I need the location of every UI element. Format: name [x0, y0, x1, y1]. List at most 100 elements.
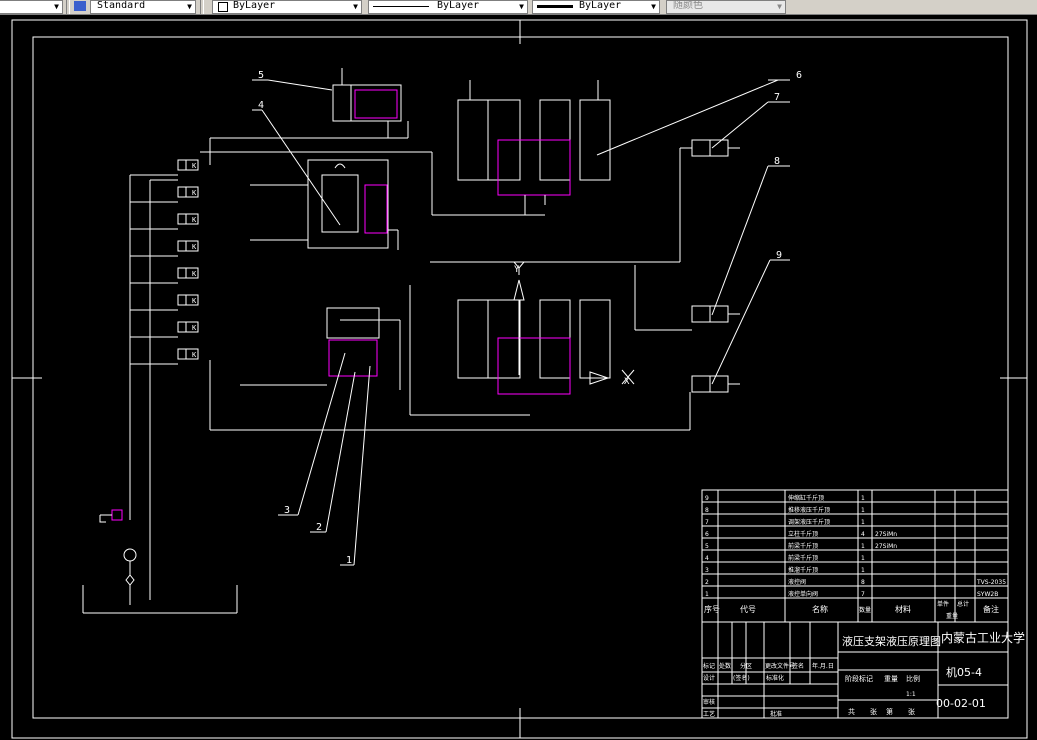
school-name: 内蒙古工业大学	[941, 630, 1025, 645]
bom-header-note: 备注	[983, 604, 999, 614]
weight-label: 重量	[884, 675, 898, 683]
bom-qty: 1	[861, 555, 865, 562]
sheet-current: 第	[886, 707, 893, 716]
bom-no: 7	[705, 519, 709, 526]
bom-name: 伸缩缸千斤顶	[788, 494, 824, 502]
lineweight-select[interactable]: ByLayer ▼	[532, 0, 660, 14]
standard-label: 标准化	[766, 674, 784, 682]
callout-5: 5	[258, 70, 264, 81]
sheet-unit-2: 张	[908, 707, 915, 716]
bom-qty: 1	[861, 495, 865, 502]
bom-no: 8	[705, 507, 709, 514]
svg-text:K: K	[192, 216, 197, 224]
bom-mat: 27SiMn	[875, 543, 897, 550]
bom-row-lines	[702, 501, 1008, 587]
svg-text:K: K	[192, 162, 197, 170]
approve-label: 批准	[770, 710, 782, 718]
rev-sign: 签名	[792, 662, 804, 670]
bom-name: 前梁千斤顶	[788, 542, 818, 550]
callout-4: 4	[258, 100, 264, 111]
callout-2: 2	[316, 522, 322, 533]
textstyle-select[interactable]: Standard ▼	[90, 0, 196, 14]
bom-no: 3	[705, 567, 709, 574]
bom-header-no: 序号	[704, 604, 720, 614]
chevron-down-icon: ▼	[777, 2, 782, 11]
review-label: 审核	[703, 698, 715, 706]
drawing-canvas[interactable]: K K K K K K K K	[0, 15, 1037, 740]
bom-qty: 1	[861, 519, 865, 526]
color-value: ByLayer	[233, 0, 276, 11]
linetype-value: ByLayer	[437, 0, 480, 11]
chevron-down-icon: ▼	[651, 2, 656, 11]
callout-6: 6	[796, 70, 802, 81]
rev-count: 处数	[719, 662, 731, 670]
linetype-sample-icon	[373, 6, 429, 7]
pump-station	[82, 509, 238, 614]
bom-qty: 1	[861, 567, 865, 574]
x-port-label: X	[624, 377, 630, 387]
bom-header-weight: 重量	[946, 612, 958, 620]
toolbar-separator	[200, 0, 204, 14]
callout-1: 1	[346, 555, 352, 566]
leader-lines	[252, 79, 790, 566]
bom-no: 9	[705, 495, 709, 502]
x-axis-marker	[621, 369, 635, 385]
callout-7: 7	[774, 92, 780, 103]
linetype-select[interactable]: ByLayer ▼	[368, 0, 528, 14]
bom-header-single: 单件	[937, 600, 949, 608]
textstyle-dropdown[interactable]: ▼	[0, 0, 63, 14]
bom-no: 1	[705, 591, 709, 598]
component-5-jack	[209, 68, 409, 165]
y-axis-label: Y	[514, 265, 520, 275]
lower-props	[409, 279, 611, 416]
properties-toolbar: ▼ Standard ▼ ByLayer ▼ ByLayer ▼ ByLayer…	[0, 0, 1037, 15]
lineweight-sample-icon	[537, 5, 573, 8]
bom-no: 5	[705, 543, 709, 550]
rev-date: 年.月.日	[812, 662, 834, 670]
lower-valve-group	[240, 307, 401, 390]
chevron-down-icon: ▼	[353, 2, 358, 11]
bom-header-mat: 材料	[895, 604, 911, 614]
color-swatch-icon	[218, 2, 228, 12]
bom-name: 立柱千斤顶	[788, 530, 818, 538]
plotstyle-select[interactable]: 随颜色 ▼	[666, 0, 786, 14]
svg-text:K: K	[192, 351, 197, 359]
bom-name: 液控单向阀	[788, 590, 818, 598]
bom-name: 推溜千斤顶	[788, 566, 818, 574]
design-label: 设计	[703, 674, 715, 682]
bom-no: 6	[705, 531, 709, 538]
bom-no: 2	[705, 579, 709, 586]
right-cylinders	[209, 139, 740, 431]
svg-text:K: K	[192, 189, 197, 197]
component-6-props	[200, 80, 611, 216]
textstyle-icon[interactable]	[74, 1, 86, 11]
stage-label: 阶段标记	[845, 674, 873, 683]
bom-name: 液控阀	[788, 578, 806, 586]
rev-zone: 分区	[740, 662, 752, 670]
svg-text:K: K	[192, 270, 197, 278]
scale-value: 1:1	[906, 691, 916, 698]
bom-header-name: 名称	[812, 604, 828, 614]
chevron-down-icon: ▼	[187, 2, 192, 11]
bom-note: TVS-2035	[976, 579, 1006, 586]
component-4-jack	[250, 159, 399, 250]
bom-name: 调架液压千斤顶	[788, 518, 830, 526]
y-axis-marker	[513, 261, 525, 275]
rev-mark: 标记	[703, 662, 715, 670]
sign-extra: (签名)	[733, 674, 750, 682]
callout-8: 8	[774, 156, 780, 167]
svg-text:K: K	[192, 243, 197, 251]
chevron-down-icon: ▼	[519, 2, 524, 11]
drawing-number: 00-02-01	[936, 697, 986, 710]
textstyle-value: Standard	[97, 0, 146, 11]
bom-qty: 1	[861, 543, 865, 550]
process-label: 工艺	[703, 710, 715, 718]
title-block-frame	[701, 489, 1009, 719]
bom-note: SYW2B	[977, 591, 998, 598]
callout-9: 9	[776, 250, 782, 261]
color-select[interactable]: ByLayer ▼	[212, 0, 362, 14]
plotstyle-value: 随颜色	[673, 0, 703, 11]
valve-bank: K K K K K K K K	[130, 159, 199, 365]
drawing-title: 液压支架液压原理图	[842, 634, 941, 648]
class-code: 机05-4	[946, 665, 982, 679]
